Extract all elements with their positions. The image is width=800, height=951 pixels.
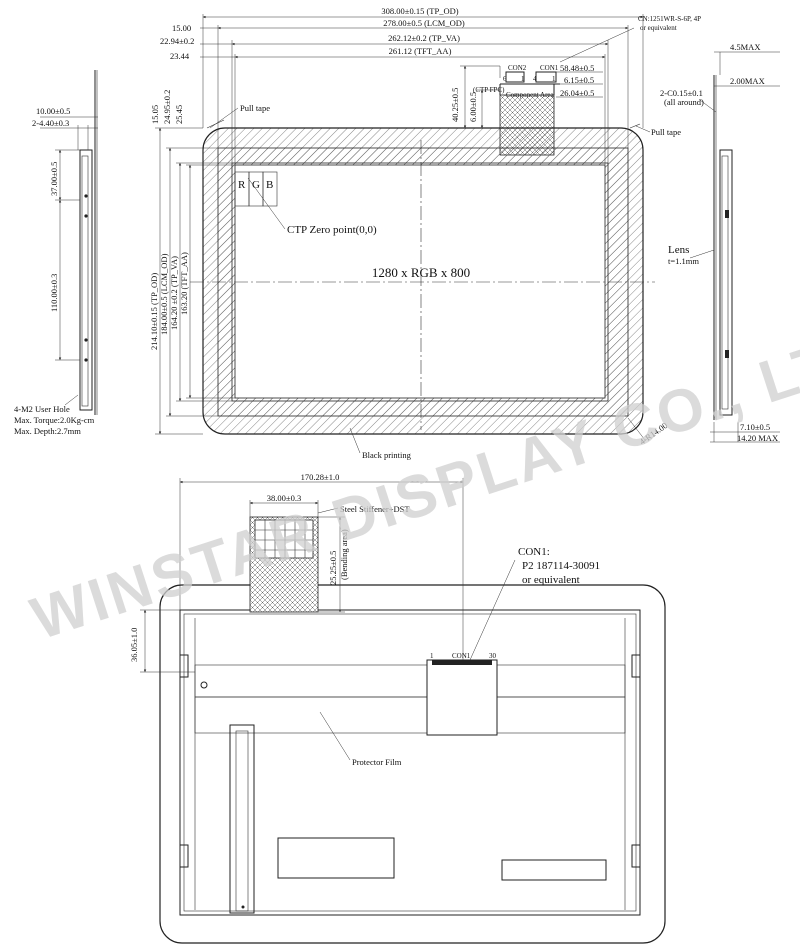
dim-2294: 22.94±0.2 — [160, 36, 194, 46]
label-r: R — [238, 179, 246, 191]
con1-part: P2 187114-30091 — [522, 560, 600, 572]
dim-v-lcm-od: 184.00±0.5 (LCM_OD) — [159, 253, 169, 335]
hole-note-2: Max. Torque:2.0Kg-cm — [14, 415, 95, 425]
protector-film: Protector Film — [352, 757, 402, 767]
dim-v-tp-va: 164.20 ±0.2 (TP_VA) — [169, 256, 179, 330]
dim-tp-od: 308.00±0.15 (TP_OD) — [381, 6, 458, 16]
dim-200max: 2.00MAX — [730, 76, 765, 86]
dim-1000: 10.00±0.5 — [36, 106, 70, 116]
dim-5848: 58.48±0.5 — [560, 63, 594, 73]
dim-tft-aa: 261.12 (TFT_AA) — [389, 46, 452, 56]
label-g: G — [252, 179, 260, 191]
dim-440: 2-4.40±0.3 — [32, 118, 69, 128]
hole-note-1: 4-M2 User Hole — [14, 404, 70, 414]
pin-1: 1 — [521, 75, 525, 83]
dim-2525: 25.25±0.5 — [328, 551, 338, 585]
active-area — [234, 164, 606, 399]
dim-lcm-od: 278.00±0.5 (LCM_OD) — [383, 18, 465, 28]
dim-v-tp-od: 214.10±0.15 (TP_OD) — [149, 273, 159, 350]
back-dimensions — [140, 478, 516, 761]
pull-tape-left: Pull tape — [240, 103, 270, 113]
dim-v-tft-aa: 163.20 (TFT_AA) — [179, 252, 189, 315]
connector-note-1: CN:1251WR-S-6P, 4P — [638, 15, 701, 23]
chamfer-note-1: 2-C0.15±0.1 — [660, 88, 703, 98]
dim-615: 6.15±0.5 — [564, 75, 594, 85]
dim-1420max: 14.20 MAX — [737, 433, 778, 443]
dim-tp-va: 262.12±0.2 (TP_VA) — [388, 33, 460, 43]
con2-label: CON2 — [508, 64, 527, 72]
label-b: B — [266, 179, 273, 191]
dim-2495: 24.95±0.2 — [162, 90, 172, 124]
dim-17028: 170.28±1.0 — [301, 472, 340, 482]
lens-thickness: t=1.1mm — [668, 256, 699, 266]
dim-11000: 110.00±0.3 — [49, 274, 59, 312]
dim-15: 15.00 — [172, 23, 191, 33]
dim-2604: 26.04±0.5 — [560, 88, 594, 98]
ctp-con1-label: CON1 — [540, 64, 559, 72]
resolution-label: 1280 x RGB x 800 — [372, 265, 470, 280]
dim-3800: 38.00±0.3 — [267, 493, 301, 503]
dim-3700: 37.00±0.5 — [49, 162, 59, 196]
con1-title: CON1: — [518, 546, 550, 558]
pull-tape-right: Pull tape — [651, 127, 681, 137]
pin-1b: 1 — [552, 75, 556, 83]
dim-2545: 25.45 — [174, 105, 184, 124]
dim-3605: 36.05±1.0 — [129, 628, 139, 662]
leaders — [209, 107, 651, 454]
hole-note-3: Max. Depth:2.7mm — [14, 426, 81, 436]
dim-2344: 23.44 — [170, 51, 190, 61]
lens-label: Lens — [668, 244, 689, 256]
con1-pin-1: 1 — [430, 652, 434, 660]
connector-note-2: or equivalent — [640, 24, 677, 32]
pin-6: 6 — [503, 75, 507, 83]
fpc-dimensions — [460, 27, 635, 128]
back-view — [159, 516, 666, 944]
top-dimensions — [200, 14, 644, 165]
stiffener-label: Steel Stiffener+DST — [340, 504, 410, 514]
pin-4: 4 — [533, 75, 537, 83]
ctp-fpc-label: (CTP FPC) — [473, 86, 505, 94]
component-area-label: Component Area — [506, 91, 555, 99]
ctp-zero-point: CTP Zero point(0,0) — [287, 224, 377, 236]
con1-pin-30: 30 — [489, 652, 497, 660]
con1-connector — [426, 659, 498, 736]
dim-4025: 40.25±0.5 — [450, 88, 460, 122]
dim-710: 7.10±0.5 — [740, 422, 770, 432]
dim-600: 6.00±0.5 — [468, 92, 478, 122]
con1-label: CON1 — [452, 652, 471, 660]
dim-45max: 4.5MAX — [730, 42, 760, 52]
bending-area: (Bending area) — [339, 529, 349, 580]
left-vertical-dimensions — [155, 127, 235, 435]
left-side-view — [40, 70, 98, 415]
labels: 308.00±0.15 (TP_OD) 278.00±0.5 (LCM_OD) … — [14, 6, 778, 767]
dim-1505: 15.05 — [150, 105, 160, 124]
black-printing: Black printing — [362, 450, 412, 460]
con1-equivalent: or equivalent — [522, 574, 580, 586]
chamfer-note-2: (all around) — [664, 97, 704, 107]
front-view — [190, 71, 655, 435]
right-side-view — [689, 51, 780, 443]
